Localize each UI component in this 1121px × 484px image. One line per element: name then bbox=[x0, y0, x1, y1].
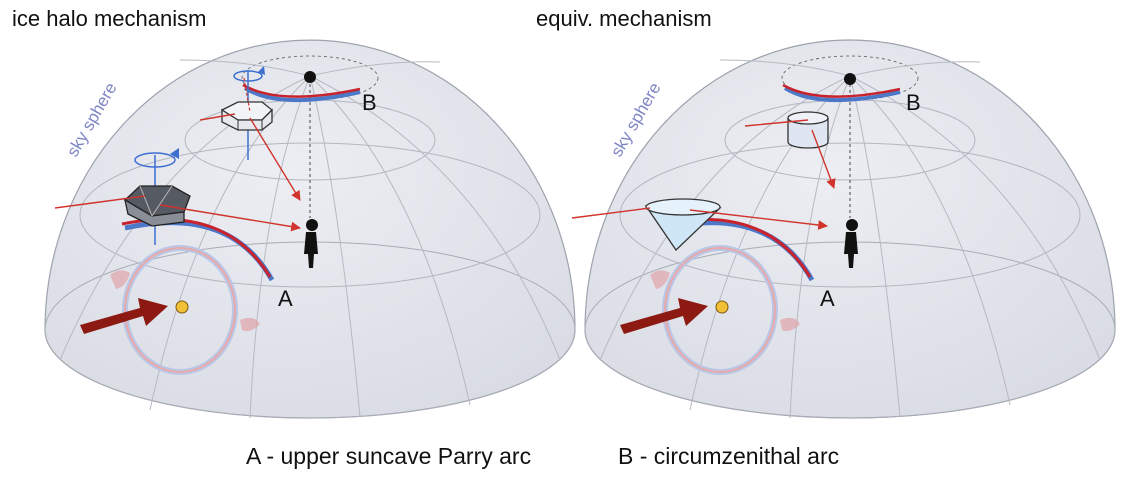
right-dome-scene: B A sky sphere bbox=[571, 39, 1116, 419]
right-arc-b bbox=[783, 86, 901, 103]
left-zenith-dot bbox=[304, 71, 316, 83]
left-lower-hexagonal-crystal-icon bbox=[123, 185, 191, 227]
right-observer-figure-icon bbox=[844, 219, 858, 268]
right-sun-dot bbox=[715, 300, 729, 314]
right-zenith-dot bbox=[844, 73, 856, 85]
left-arc-b bbox=[243, 86, 361, 103]
left-point-label-b: B bbox=[362, 90, 377, 115]
left-upper-hexagonal-crystal-icon bbox=[220, 101, 273, 131]
left-panel-title: ice halo mechanism bbox=[12, 6, 207, 31]
right-panel-title: equiv. mechanism bbox=[536, 6, 712, 31]
left-dome-scene: B A sky sphere bbox=[44, 39, 576, 419]
caption-b: B - circumzenithal arc bbox=[618, 443, 840, 469]
left-observer-figure-icon bbox=[304, 219, 318, 268]
right-point-label-b: B bbox=[906, 90, 921, 115]
left-sun-direction-arrow bbox=[80, 298, 168, 334]
right-point-label-a: A bbox=[820, 286, 835, 311]
right-cylinder-icon bbox=[787, 111, 829, 149]
right-sun-direction-arrow bbox=[620, 298, 708, 334]
left-sun-dot bbox=[175, 300, 189, 314]
caption-a: A - upper suncave Parry arc bbox=[246, 443, 532, 469]
left-point-label-a: A bbox=[278, 286, 293, 311]
